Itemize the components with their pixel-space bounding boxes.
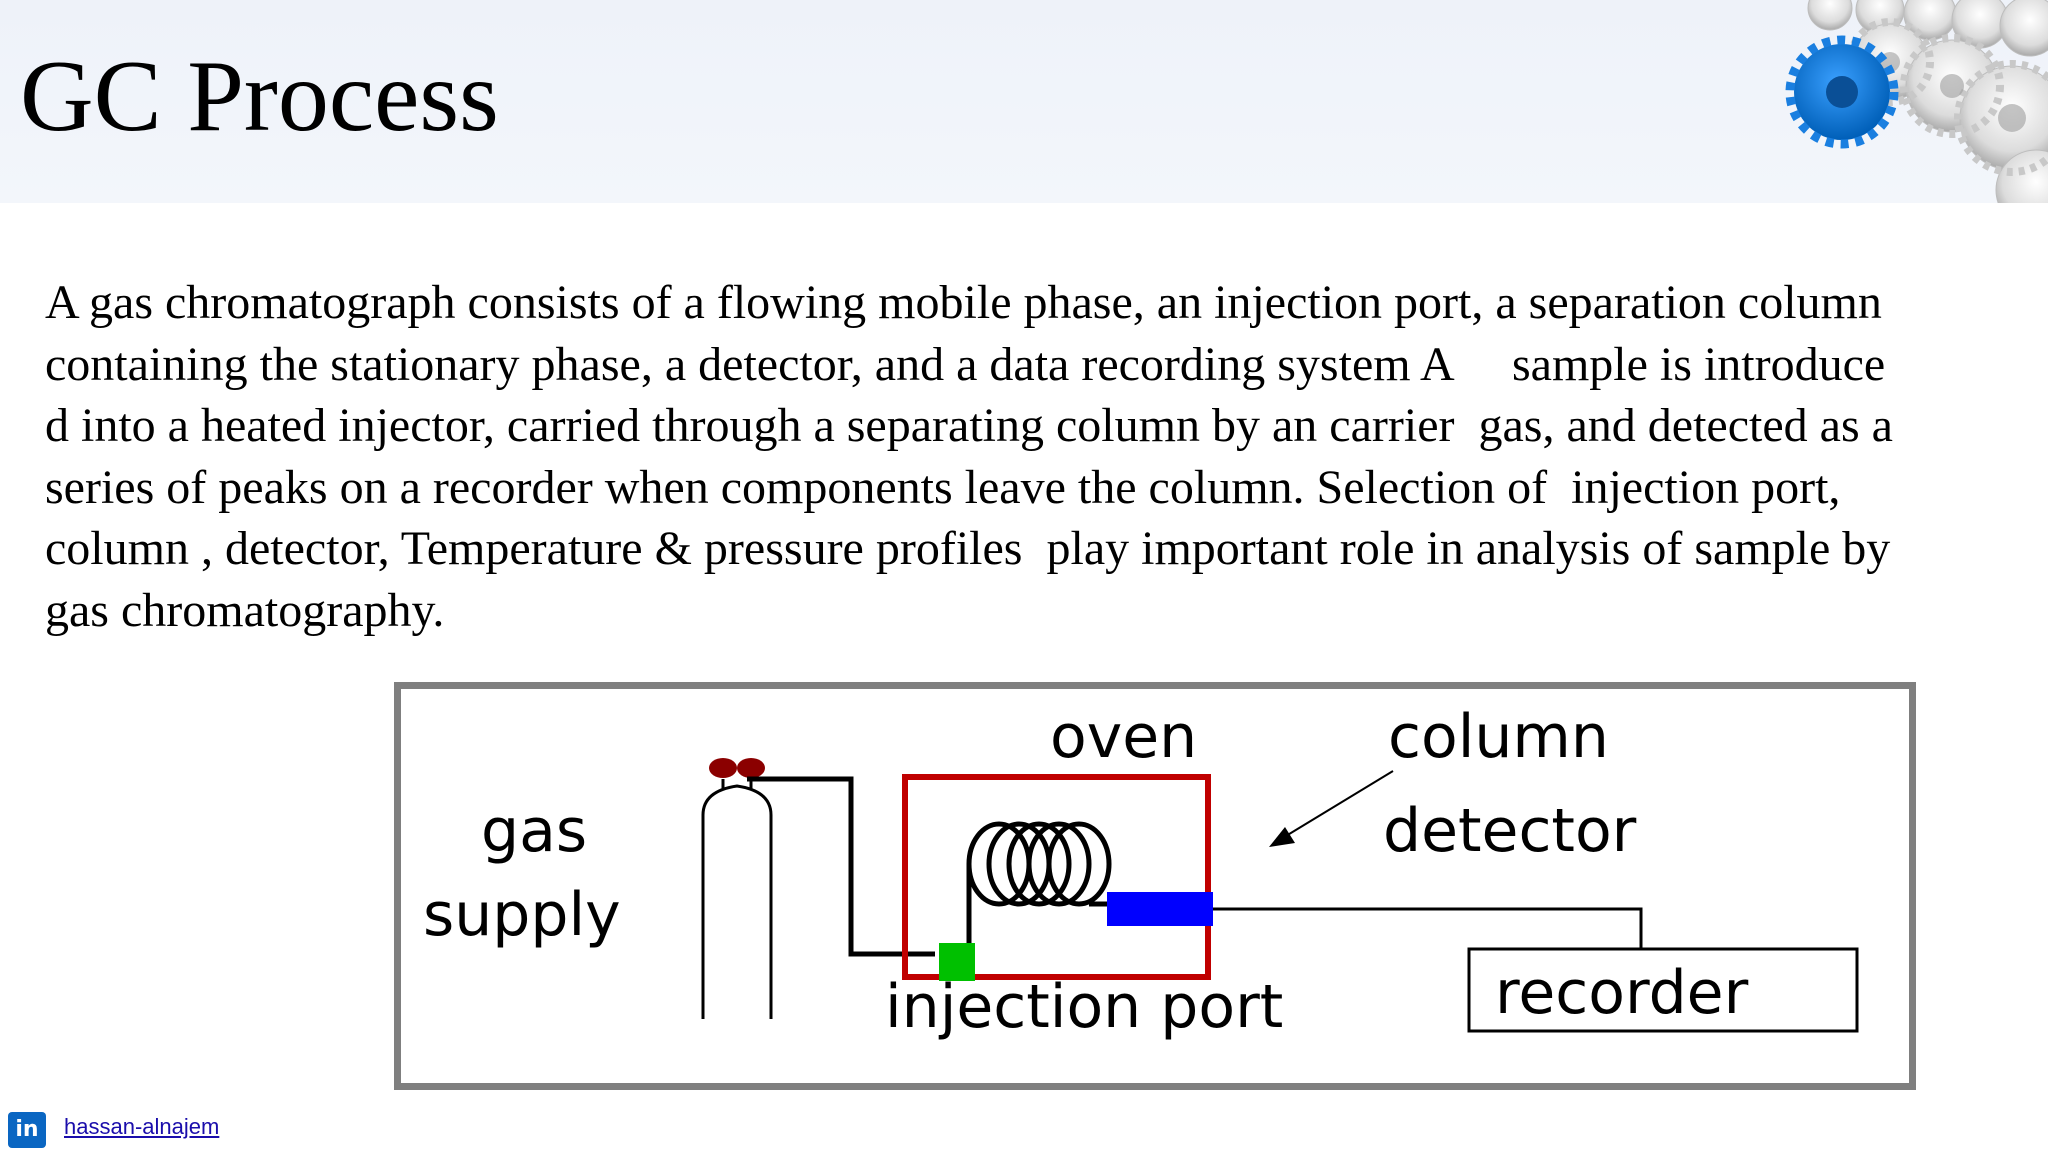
gas-supply-label: gas bbox=[481, 796, 587, 866]
injection-port-label: injection port bbox=[885, 972, 1283, 1042]
gc-diagram-svg: oven column gas supply detector injectio… bbox=[423, 702, 1859, 1042]
signal-line bbox=[1213, 907, 1643, 949]
valve-icon bbox=[709, 758, 737, 778]
body-line: gas chromatography. bbox=[45, 583, 445, 637]
oven-box bbox=[902, 774, 1211, 980]
body-line: containing the stationary phase, a detec… bbox=[45, 337, 1886, 391]
linkedin-icon: in bbox=[8, 1112, 46, 1148]
detector-label: detector bbox=[1383, 796, 1637, 866]
column-label: column bbox=[1388, 702, 1609, 772]
detector-block bbox=[1107, 892, 1213, 926]
gas-supply-label: supply bbox=[423, 880, 621, 950]
column-arrow-icon bbox=[1269, 770, 1394, 847]
body-line: series of peaks on a recorder when compo… bbox=[45, 460, 1841, 514]
gas-cylinder-icon bbox=[701, 779, 773, 1019]
slide-body-text: A gas chromatograph consists of a flowin… bbox=[45, 272, 2035, 641]
oven-label: oven bbox=[1050, 702, 1197, 772]
valve-icon bbox=[737, 758, 765, 778]
gas-line bbox=[747, 776, 935, 957]
slide-header: GC Process bbox=[0, 0, 2048, 203]
gc-diagram: oven column gas supply detector injectio… bbox=[394, 682, 1916, 1090]
column-coil-icon bbox=[966, 821, 1113, 947]
body-line: A gas chromatograph consists of a flowin… bbox=[45, 276, 1882, 329]
body-line: d into a heated injector, carried throug… bbox=[45, 399, 1893, 452]
linkedin-profile-link[interactable]: hassan-alnajem bbox=[64, 1114, 220, 1139]
gears-icon bbox=[1785, 0, 2048, 203]
slide-title: GC Process bbox=[20, 40, 499, 153]
recorder-label: recorder bbox=[1495, 958, 1749, 1028]
recorder-box bbox=[1467, 947, 1859, 1033]
injection-port-block bbox=[939, 943, 975, 981]
body-line: column , detector, Temperature & pressur… bbox=[45, 522, 1891, 575]
